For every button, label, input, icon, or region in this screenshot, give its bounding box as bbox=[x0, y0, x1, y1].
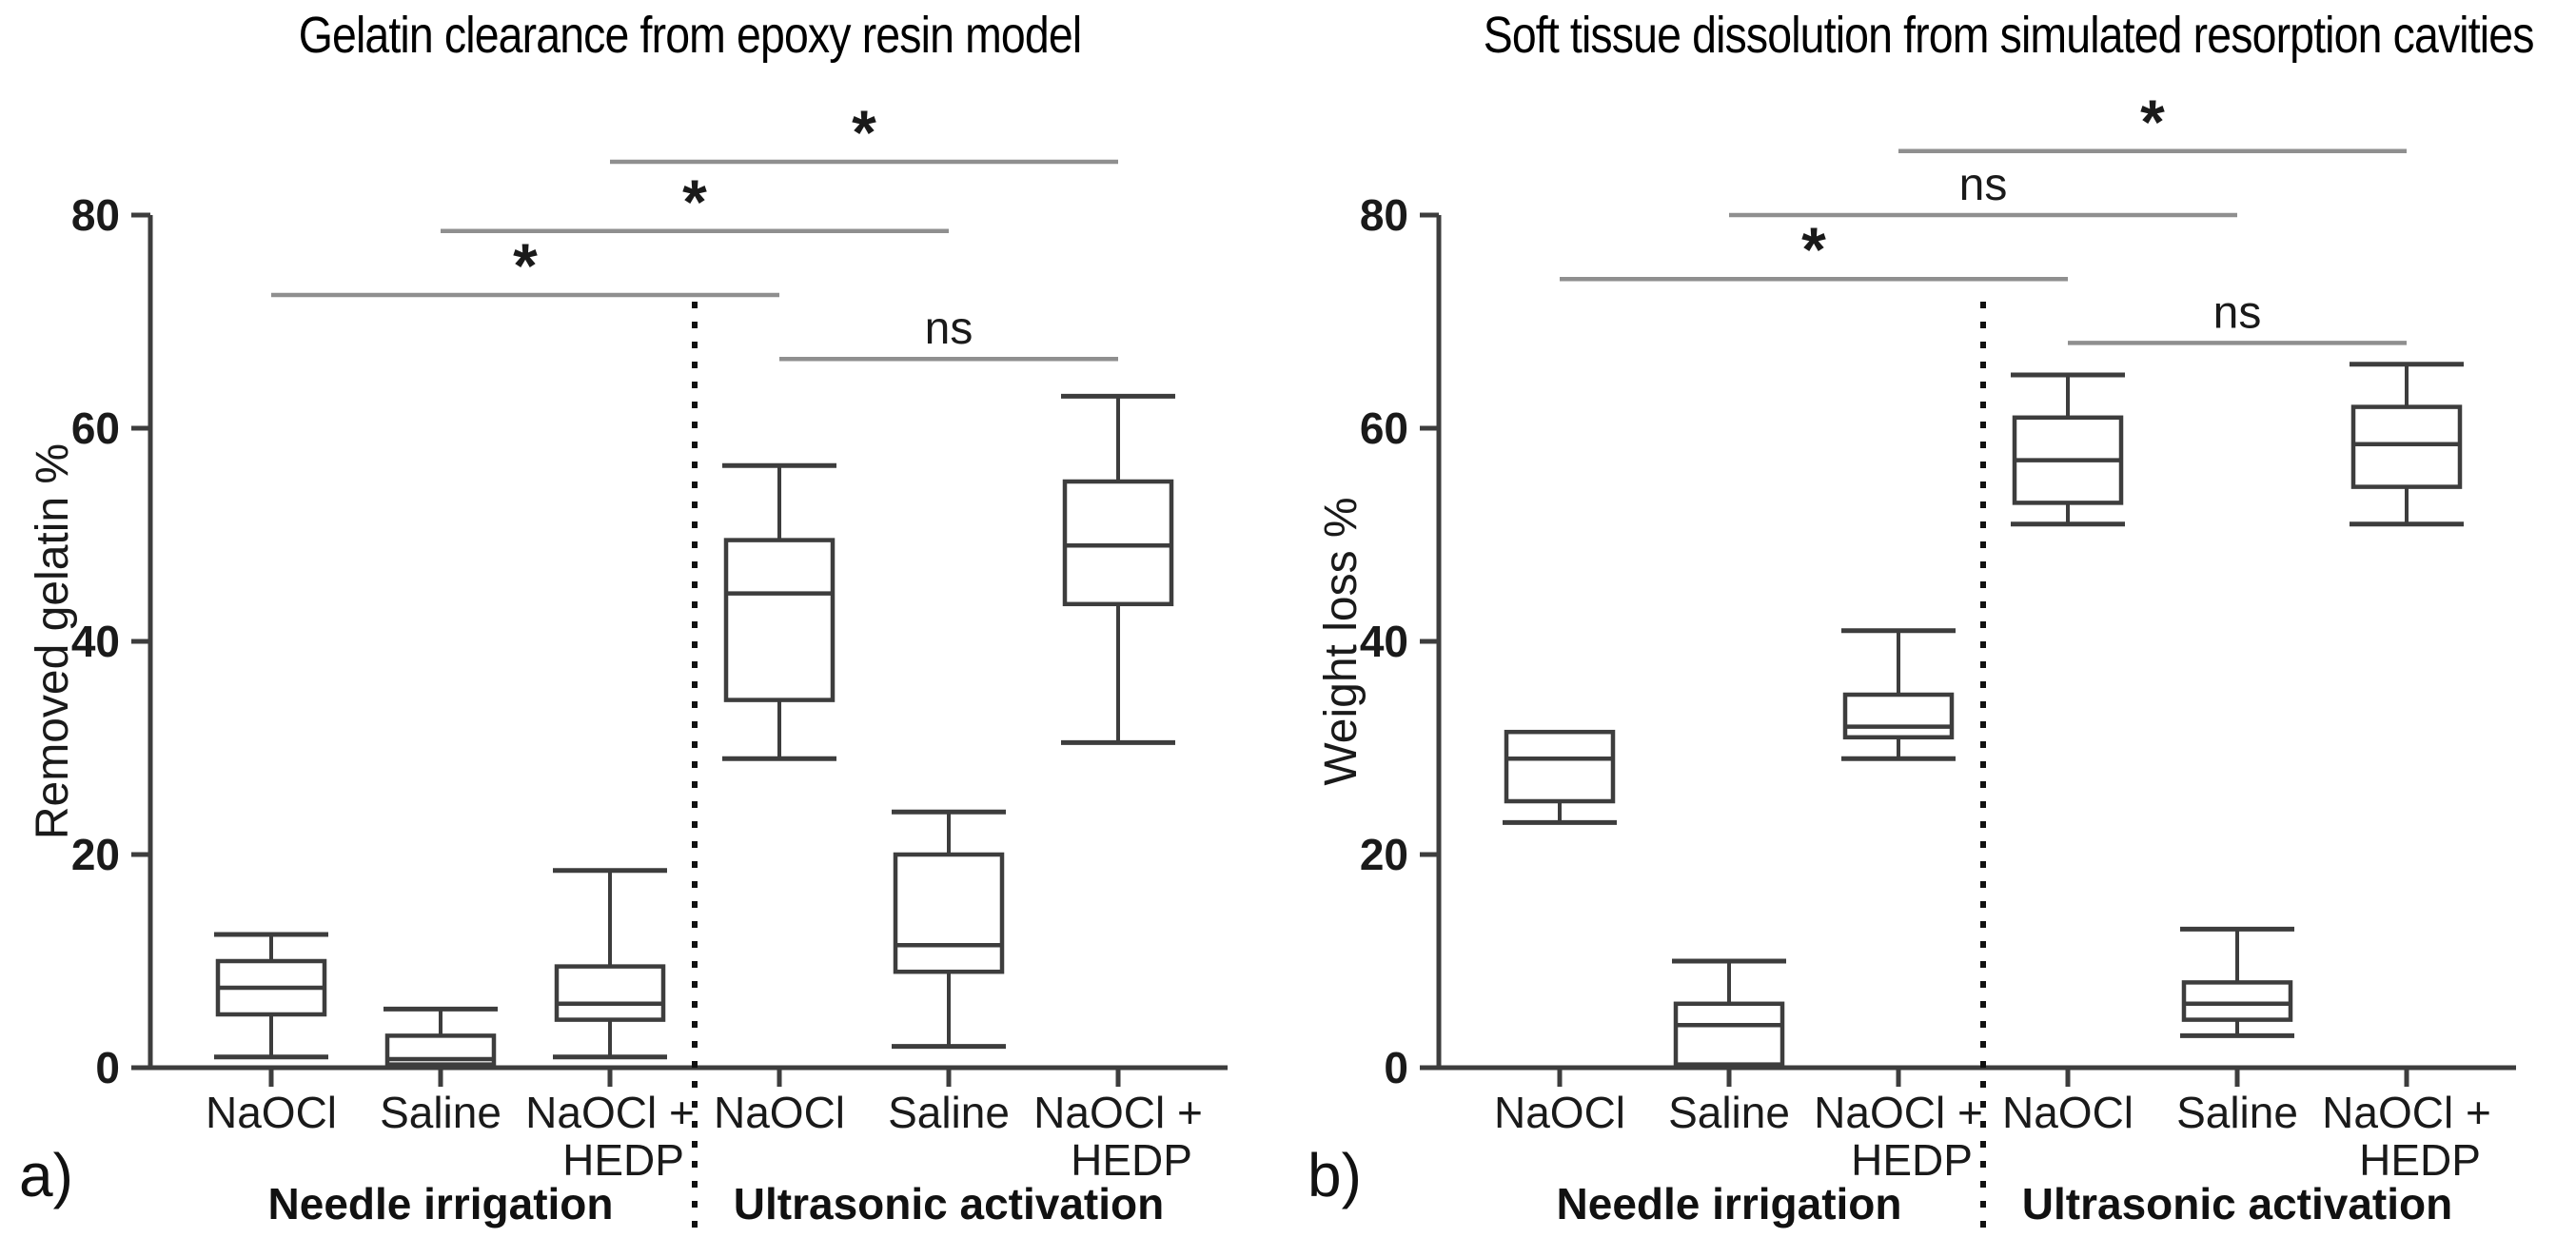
category-label: HEDP bbox=[562, 1135, 684, 1185]
box-naocl-ultrasonic bbox=[2011, 372, 2125, 527]
category-label: Saline bbox=[2176, 1088, 2298, 1137]
category-label: NaOCl bbox=[1494, 1088, 1625, 1137]
significance-label-asterisk: * bbox=[682, 167, 707, 237]
chart-title: Soft tissue dissolution from simulated r… bbox=[1483, 7, 2535, 64]
iqr-box bbox=[1673, 1001, 1785, 1067]
category-label: HEDP bbox=[1851, 1135, 1973, 1185]
iqr-box bbox=[1504, 729, 1616, 804]
box-naoclhedp-needle bbox=[553, 868, 667, 1060]
significance-label-ns: ns bbox=[2213, 287, 2262, 338]
category-label: NaOCl bbox=[2002, 1088, 2134, 1137]
iqr-box bbox=[1842, 692, 1955, 740]
category-label: NaOCl + bbox=[525, 1088, 695, 1137]
y-tick-label: 0 bbox=[95, 1043, 120, 1092]
y-tick-label: 20 bbox=[71, 830, 120, 879]
iqr-box bbox=[893, 852, 1005, 974]
category-label: HEDP bbox=[2359, 1135, 2481, 1185]
y-tick-label: 40 bbox=[71, 617, 120, 666]
iqr-box bbox=[554, 964, 666, 1022]
box-naoclhedp-needle bbox=[1841, 628, 1956, 761]
box-naoclhedp-ultrasonic bbox=[2350, 362, 2464, 527]
box-saline-ultrasonic bbox=[2180, 926, 2294, 1038]
box-saline-ultrasonic bbox=[892, 809, 1006, 1050]
significance-label-asterisk: * bbox=[513, 230, 538, 301]
category-label: Saline bbox=[380, 1088, 501, 1137]
panel-letter: a) bbox=[19, 1141, 73, 1209]
y-tick-label: 80 bbox=[1360, 190, 1408, 240]
y-tick-label: 60 bbox=[1360, 403, 1408, 453]
category-label: NaOCl bbox=[206, 1088, 337, 1137]
category-label: NaOCl + bbox=[1814, 1088, 1983, 1137]
significance-label-ns: ns bbox=[1959, 160, 2008, 210]
group-label-needle-irrigation: Needle irrigation bbox=[267, 1179, 614, 1229]
chart-title: Gelatin clearance from epoxy resin model bbox=[298, 7, 1082, 64]
panel-b: Soft tissue dissolution from simulated r… bbox=[1288, 0, 2576, 1258]
y-tick-label: 0 bbox=[1384, 1043, 1408, 1092]
y-tick-label: 80 bbox=[71, 190, 120, 240]
y-tick-label: 60 bbox=[71, 403, 120, 453]
group-label-needle-irrigation: Needle irrigation bbox=[1556, 1179, 1902, 1229]
box-naocl-needle bbox=[1503, 729, 1617, 825]
group-label-ultrasonic-activation: Ultrasonic activation bbox=[2021, 1179, 2453, 1229]
category-label: NaOCl + bbox=[1033, 1088, 1203, 1137]
box-saline-needle bbox=[383, 1006, 498, 1067]
panel-a: Gelatin clearance from epoxy resin model… bbox=[19, 7, 1228, 1237]
box-naocl-needle bbox=[214, 932, 328, 1060]
group-label-ultrasonic-activation: Ultrasonic activation bbox=[733, 1179, 1165, 1229]
significance-label-ns: ns bbox=[925, 304, 973, 354]
box-naoclhedp-ultrasonic bbox=[1061, 393, 1175, 745]
iqr-box bbox=[1062, 479, 1174, 607]
category-label: Saline bbox=[888, 1088, 1010, 1137]
category-label: NaOCl + bbox=[2322, 1088, 2491, 1137]
significance-label-asterisk: * bbox=[1801, 214, 1826, 285]
panel-letter: b) bbox=[1308, 1141, 1362, 1209]
category-label: NaOCl bbox=[714, 1088, 845, 1137]
iqr-box bbox=[2181, 980, 2293, 1022]
category-label: HEDP bbox=[1071, 1135, 1192, 1185]
significance-label-asterisk: * bbox=[2140, 87, 2165, 157]
significance-label-asterisk: * bbox=[852, 97, 876, 167]
y-tick-label: 20 bbox=[1360, 830, 1408, 879]
box-naocl-ultrasonic bbox=[722, 462, 836, 761]
y-tick-label: 40 bbox=[1360, 617, 1408, 666]
iqr-box bbox=[723, 538, 836, 702]
iqr-box bbox=[2350, 404, 2463, 489]
category-label: Saline bbox=[1668, 1088, 1790, 1137]
box-saline-needle bbox=[1672, 958, 1786, 1067]
